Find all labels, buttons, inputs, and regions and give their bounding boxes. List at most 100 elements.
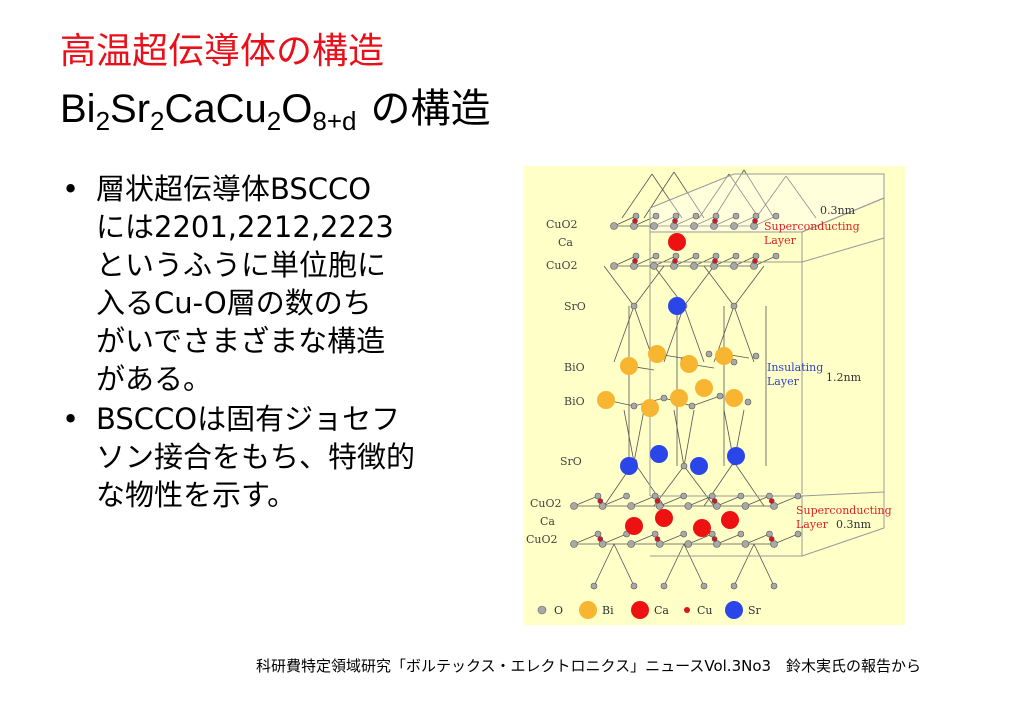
formula-bi: Bi <box>60 87 96 131</box>
dimension-bottom: 0.3nm <box>836 518 872 531</box>
bond-line <box>633 409 645 463</box>
calcium-atom <box>668 233 686 251</box>
oxygen-atom <box>730 302 738 310</box>
bond-line <box>613 215 637 227</box>
bullet-line: には2201,2212,2223 <box>96 210 394 244</box>
calcium-atom <box>693 519 711 537</box>
bond-line <box>659 533 684 545</box>
oxygen-atom <box>623 492 630 500</box>
box-edge <box>801 491 885 497</box>
copper-atom <box>597 498 604 504</box>
layer-labels: CuO2 Ca CuO2 SrO BiO BiO SrO CuO2 Ca CuO… <box>526 218 586 546</box>
bismuth-atom <box>648 345 666 363</box>
strontium-atom <box>650 445 668 463</box>
bond-line <box>745 533 770 545</box>
oxygen-atom <box>630 302 638 310</box>
oxygen-atom <box>684 540 693 548</box>
copper-atom <box>768 536 775 542</box>
label-ca: Ca <box>558 236 573 249</box>
bond-line <box>602 533 627 545</box>
strontium-atom <box>668 297 686 315</box>
bond-line <box>683 409 695 467</box>
oxygen-atom <box>684 502 693 510</box>
insulating-layer: Layer <box>767 375 800 388</box>
copper-atom <box>711 536 718 542</box>
bond-line <box>733 215 757 227</box>
bond-line <box>663 543 685 587</box>
label-sro: SrO <box>564 300 586 313</box>
annotations: 0.3nm Superconducting Layer Insulating L… <box>764 204 892 531</box>
oxygen-atom <box>794 492 802 500</box>
sc-layer-top: Layer <box>764 234 797 247</box>
bismuth-atom <box>597 391 615 409</box>
oxygen-atom <box>770 582 778 590</box>
legend-copper-swatch <box>684 607 690 613</box>
bullet-item: • BSCCOは固有ジョセフ ソン接合をもち、特徴的 な物性を示す。 <box>58 400 478 514</box>
formula-sub: 2 <box>150 106 165 136</box>
bullet-line: というふうに単位胞に <box>96 248 387 282</box>
legend: O Bi Ca Cu Sr <box>537 601 762 619</box>
bond-line <box>753 255 777 267</box>
bond-line <box>733 255 757 267</box>
sc-layer-bottom: Layer <box>796 518 829 531</box>
formula-o: O <box>281 87 313 131</box>
oxygen-atom <box>690 222 698 230</box>
oxygen-atom <box>752 252 760 260</box>
bismuth-atom <box>670 389 688 407</box>
bond-line <box>653 255 677 267</box>
bullet-line: 層状超伝導体BSCCO <box>96 172 372 206</box>
legend-label: O <box>554 604 563 617</box>
oxygen-atom <box>632 252 640 260</box>
label-sro: SrO <box>560 455 582 468</box>
bond-line <box>753 543 775 587</box>
bullet-dot: • <box>62 402 80 436</box>
legend-strontium-swatch <box>725 601 743 619</box>
bond-line <box>633 265 665 307</box>
label-bio: BiO <box>564 395 585 408</box>
bond-line <box>630 495 656 507</box>
sc-layer-bottom: Superconducting <box>796 504 892 517</box>
bismuth-atom <box>620 357 638 375</box>
oxygen-atom <box>570 540 578 548</box>
bond-line <box>733 265 765 307</box>
calcium-atom <box>655 509 673 527</box>
bullet-line: な物性を示す。 <box>96 478 297 512</box>
bond-line <box>673 171 705 219</box>
oxygen-atom <box>650 222 658 230</box>
legend-label: Cu <box>697 604 713 617</box>
oxygen-atom <box>690 262 698 270</box>
bond-line <box>673 409 685 467</box>
bullet-dot: • <box>62 172 80 206</box>
bismuth-atom <box>695 379 713 397</box>
bond-line <box>602 495 627 507</box>
oxygen-atom <box>630 582 638 590</box>
oxygen-atom <box>594 492 602 500</box>
formula-sub: 8+d <box>312 106 357 136</box>
box-edge <box>801 237 885 263</box>
oxygen-atom <box>672 212 680 220</box>
bond-line <box>785 175 817 219</box>
oxygen-atom <box>570 502 578 510</box>
bond-line <box>633 461 665 507</box>
strontium-atom <box>690 457 708 475</box>
copper-atom <box>752 258 758 264</box>
oxygen-atom <box>660 582 668 590</box>
oxygen-atom <box>752 212 760 220</box>
insulating-layer: Insulating <box>767 361 823 374</box>
bond-line <box>698 173 730 219</box>
bond-line <box>673 215 697 227</box>
dimension-top: 0.3nm <box>820 204 856 217</box>
bond-line <box>733 305 755 363</box>
bullet-line: がある。 <box>96 362 213 396</box>
label-cuo2: CuO2 <box>546 259 578 272</box>
bond-line <box>683 543 705 587</box>
label-cuo2: CuO2 <box>530 497 562 510</box>
bismuth-atom <box>680 355 698 373</box>
oxygen-atom <box>680 492 688 500</box>
bond-line <box>693 215 717 227</box>
bond-line <box>663 305 685 363</box>
bismuth-atom <box>641 399 659 417</box>
copper-atom <box>654 536 661 542</box>
copper-atom <box>712 218 718 224</box>
